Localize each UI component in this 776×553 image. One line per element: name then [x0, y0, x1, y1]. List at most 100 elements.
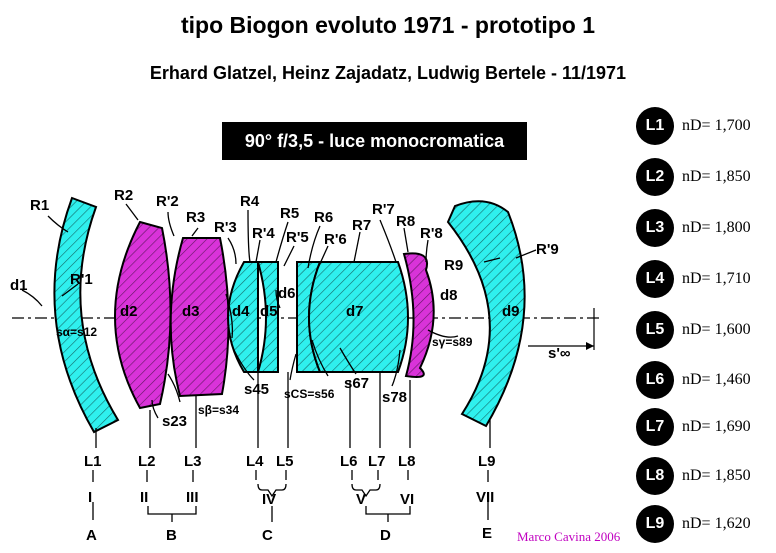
lens-badge-l2: L2 — [636, 158, 674, 196]
label-r3-prime: R'3 — [214, 219, 237, 236]
refractive-index-l4: nD= 1,710 — [682, 270, 751, 287]
lens-l3 — [169, 237, 230, 398]
legend-item-l1: L1 nD= 1,700 — [636, 107, 776, 145]
label-s89: sγ=s89 — [432, 335, 473, 349]
label-r1-prime: R'1 — [70, 271, 93, 288]
legend-item-l8: L8 nD= 1,850 — [636, 457, 776, 495]
label-d1: d1 — [10, 277, 28, 294]
refractive-index-l2: nD= 1,850 — [682, 168, 751, 185]
legend-item-l4: L4 nD= 1,710 — [636, 260, 776, 298]
lens-l1 — [53, 196, 120, 434]
lens-l5 — [256, 261, 279, 373]
numeral-iii: III — [186, 489, 199, 506]
label-s78: s78 — [382, 389, 407, 406]
label-r9-prime: R'9 — [536, 241, 559, 258]
label-sinf: s'∞ — [548, 345, 571, 362]
lens-badge-l9: L9 — [636, 505, 674, 543]
label-s67: s67 — [344, 375, 369, 392]
label-d2: d2 — [120, 303, 138, 320]
label-r8-prime: R'8 — [420, 225, 443, 242]
lens-l7 — [308, 261, 409, 373]
lens-badge-l1: L1 — [636, 107, 674, 145]
label-r7-prime: R'7 — [372, 201, 395, 218]
legend-item-l5: L5 nD= 1,600 — [636, 311, 776, 349]
label-r4-prime: R'4 — [252, 225, 275, 242]
numeral-ii: II — [140, 489, 148, 506]
refractive-index-l9: nD= 1,620 — [682, 515, 751, 532]
refractive-index-l1: nD= 1,700 — [682, 117, 751, 134]
condition-banner: 90° f/3,5 - luce monocromatica — [222, 122, 527, 160]
label-s23: s23 — [162, 413, 187, 430]
label-r6-prime: R'6 — [324, 231, 347, 248]
lens-badge-l8: L8 — [636, 457, 674, 495]
lens-badge-l3: L3 — [636, 209, 674, 247]
lens-badge-l6: L6 — [636, 361, 674, 399]
numeral-v: V — [356, 491, 366, 508]
lens-badge-l7: L7 — [636, 408, 674, 446]
label-s56: sCS=s56 — [284, 387, 335, 401]
page-title: tipo Biogon evoluto 1971 - prototipo 1 — [181, 12, 595, 38]
lens-l2 — [114, 220, 172, 410]
numeral-vii: VII — [476, 489, 494, 506]
label-d8: d8 — [440, 287, 458, 304]
label-d5: d5 — [260, 303, 278, 320]
legend-item-l6: L6 nD= 1,460 — [636, 361, 776, 399]
label-l7: L7 — [368, 453, 386, 470]
label-r9: R9 — [444, 257, 463, 274]
lens-badge-l5: L5 — [636, 311, 674, 349]
lens-index-lines — [92, 372, 491, 520]
label-l2: L2 — [138, 453, 156, 470]
label-r8: R8 — [396, 213, 415, 230]
label-d6: d6 — [278, 285, 296, 302]
label-l8: L8 — [398, 453, 416, 470]
label-s34: sβ=s34 — [198, 403, 239, 417]
leader-lines — [21, 203, 537, 419]
label-r5-prime: R'5 — [286, 229, 309, 246]
legend-item-l2: L2 nD= 1,850 — [636, 158, 776, 196]
group-a: A — [86, 527, 97, 544]
refractive-index-l8: nD= 1,850 — [682, 467, 751, 484]
label-l9: L9 — [478, 453, 496, 470]
group-braces — [147, 483, 411, 522]
label-d4: d4 — [232, 303, 250, 320]
refractive-index-l5: nD= 1,600 — [682, 321, 751, 338]
label-d3: d3 — [182, 303, 200, 320]
label-l5: L5 — [276, 453, 294, 470]
label-r1: R1 — [30, 197, 49, 214]
label-r2-prime: R'2 — [156, 193, 179, 210]
legend-item-l3: L3 nD= 1,800 — [636, 209, 776, 247]
lens-l8 — [402, 252, 435, 378]
legend-item-l9: L9 nD= 1,620 — [636, 505, 776, 543]
label-l1: L1 — [84, 453, 102, 470]
label-r5: R5 — [280, 205, 299, 222]
label-r7: R7 — [352, 217, 371, 234]
label-r3: R3 — [186, 209, 205, 226]
label-d7: d7 — [346, 303, 364, 320]
page-subtitle: Erhard Glatzel, Heinz Zajadatz, Ludwig B… — [149, 63, 627, 83]
label-r6: R6 — [314, 209, 333, 226]
lens-badge-l4: L4 — [636, 260, 674, 298]
back-focus-arrowhead — [586, 342, 594, 350]
group-b: B — [166, 527, 177, 544]
refractive-index-l6: nD= 1,460 — [682, 371, 751, 388]
group-d: D — [380, 527, 391, 544]
label-r2: R2 — [114, 187, 133, 204]
lens-l9 — [446, 200, 526, 428]
label-r4: R4 — [240, 193, 260, 210]
group-c: C — [262, 527, 273, 544]
label-d9: d9 — [502, 303, 520, 320]
legend-item-l7: L7 nD= 1,690 — [636, 408, 776, 446]
numeral-i: I — [88, 489, 92, 506]
lens-l4 — [227, 261, 259, 373]
group-e: E — [482, 525, 492, 542]
label-l3: L3 — [184, 453, 202, 470]
label-l6: L6 — [340, 453, 358, 470]
numeral-iv: IV — [262, 491, 276, 508]
label-s45: s45 — [244, 381, 269, 398]
label-l4: L4 — [246, 453, 264, 470]
refractive-index-l3: nD= 1,800 — [682, 219, 751, 236]
refractive-index-l7: nD= 1,690 — [682, 418, 751, 435]
numeral-vi: VI — [400, 491, 414, 508]
author-credit: Marco Cavina 2006 — [517, 529, 621, 544]
